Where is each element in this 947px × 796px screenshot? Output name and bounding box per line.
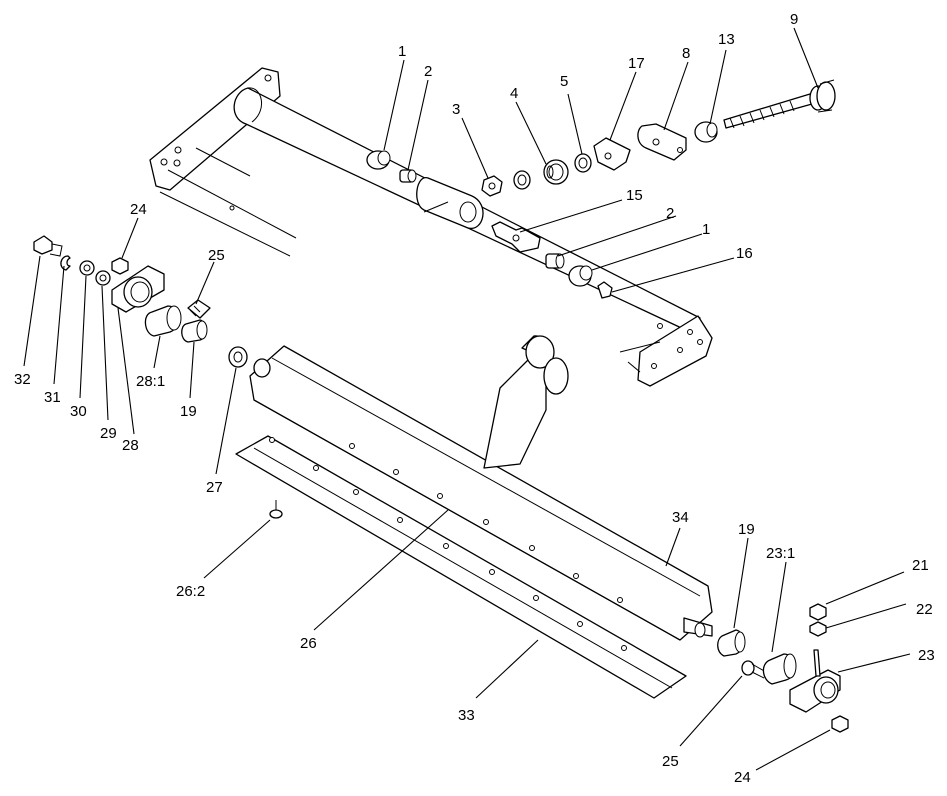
callout-1-mid: 1 — [702, 221, 710, 238]
callout-2-top: 2 — [424, 63, 432, 80]
callout-19-left: 19 — [180, 403, 197, 420]
callout-2-mid: 2 — [666, 205, 674, 222]
leader-lines — [23, 27, 911, 771]
part-28-bearing-housing — [111, 265, 165, 313]
part-26-2-screw — [269, 500, 283, 519]
part-1-bushing-top — [366, 150, 391, 170]
callout-32: 32 — [14, 371, 31, 388]
part-13-bushing — [694, 121, 718, 143]
callout-16: 16 — [736, 245, 753, 262]
callout-25-right: 25 — [662, 753, 679, 770]
part-19-bushing-right — [717, 629, 746, 657]
callout-23-1: 23:1 — [766, 545, 795, 562]
callout-9: 9 — [790, 11, 798, 28]
part-16-fitting — [597, 281, 613, 299]
adjuster-body — [416, 177, 484, 229]
callout-24-left: 24 — [130, 201, 147, 218]
part-24-nut-left — [111, 257, 129, 275]
part-25-screw-right — [741, 660, 767, 679]
part-9-adjusting-screw — [723, 79, 836, 129]
part-15-pin — [491, 221, 541, 253]
part-2-sleeve-top — [399, 169, 417, 183]
callout-1-top: 1 — [398, 43, 406, 60]
callout-26: 26 — [300, 635, 317, 652]
callout-13: 13 — [718, 31, 735, 48]
callout-23: 23 — [918, 647, 935, 664]
callout-33: 33 — [458, 707, 475, 724]
part-23-1-bearing — [762, 653, 797, 685]
part-32-bolt — [33, 235, 63, 257]
part-29-washer — [95, 270, 111, 286]
callout-21: 21 — [912, 557, 929, 574]
part-22-nut — [809, 621, 827, 637]
callout-19-right: 19 — [738, 521, 755, 538]
callout-31: 31 — [44, 389, 61, 406]
callout-34: 34 — [672, 509, 689, 526]
part-3-nut — [481, 175, 503, 197]
callout-5: 5 — [560, 73, 568, 90]
callout-22: 22 — [916, 601, 933, 618]
part-34-bedbar — [249, 335, 713, 641]
callout-8: 8 — [682, 45, 690, 62]
part-21-nut — [809, 603, 827, 621]
callout-27: 27 — [206, 479, 223, 496]
callout-25-left: 25 — [208, 247, 225, 264]
part-25-screw-left — [187, 299, 211, 319]
callout-24-right: 24 — [734, 769, 751, 786]
callout-29: 29 — [100, 425, 117, 442]
callout-28-1: 28:1 — [136, 373, 165, 390]
part-5-washer — [574, 153, 592, 173]
part-4-spring — [513, 159, 569, 190]
part-2-sleeve-mid — [545, 253, 565, 269]
callout-4: 4 — [510, 85, 518, 102]
callout-26-2: 26:2 — [176, 583, 205, 600]
callout-30: 30 — [70, 403, 87, 420]
callout-28: 28 — [122, 437, 139, 454]
part-19-bushing-left — [181, 319, 208, 343]
part-30-washer — [79, 260, 95, 276]
upper-frame — [149, 67, 713, 387]
part-31-lockwasher — [60, 255, 71, 271]
part-8-yoke — [637, 123, 687, 161]
callout-3: 3 — [452, 101, 460, 118]
callout-labels: 1 2 3 4 5 17 8 13 9 15 2 1 16 24 25 32 3… — [14, 11, 935, 786]
part-17-block — [593, 137, 631, 171]
part-26-bedknife — [235, 435, 687, 699]
part-27-washer — [228, 346, 248, 368]
part-28-1-bearing — [144, 305, 182, 337]
part-24-nut-right — [831, 715, 849, 733]
part-23-housing — [789, 649, 841, 713]
part-1-bushing-mid — [568, 265, 593, 287]
callout-17: 17 — [628, 55, 645, 72]
callout-15: 15 — [626, 187, 643, 204]
